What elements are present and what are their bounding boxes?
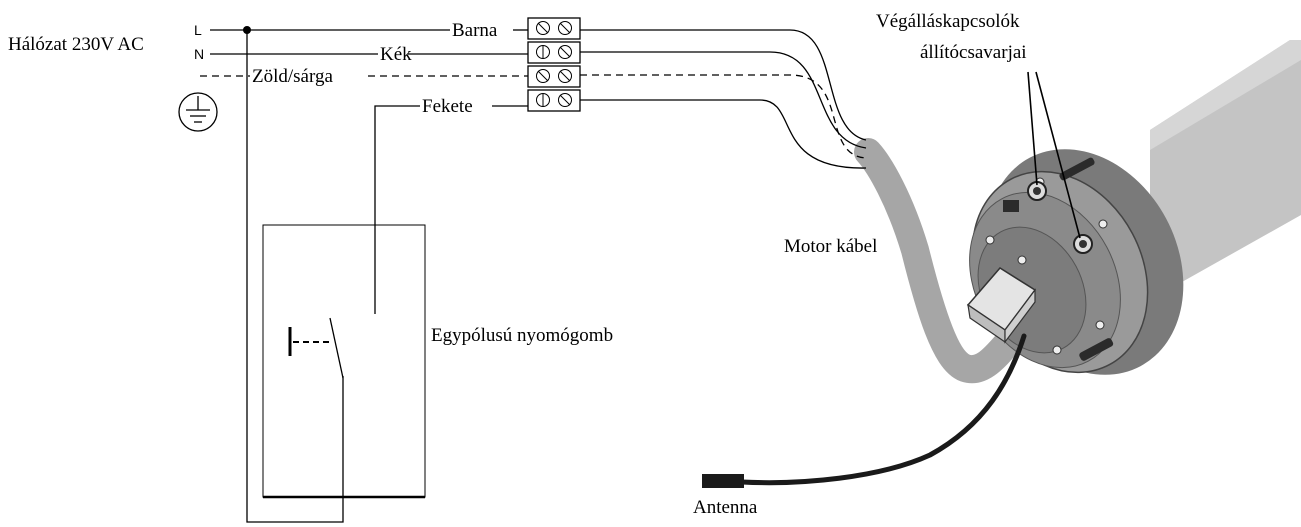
line-l-label: L [194,22,202,38]
mains-wires [200,26,528,523]
antenna-tip [702,474,744,488]
motor-cable-label: Motor kábel [784,236,877,257]
earth-ground-icon [178,92,218,132]
antenna-label: Antenna [693,497,758,518]
cable-wires [580,29,867,169]
motor-tube [1150,40,1301,300]
terminal-brown [527,17,581,40]
antenna-cable [739,333,1027,486]
terminal-black [527,89,581,112]
pushbutton-box [262,224,426,499]
limit-screws-label-line1: Végálláskapcsolók [876,11,1020,32]
terminal-block [527,17,581,112]
line-n-label: N [194,46,204,62]
limit-screws-label-line2: állítócsavarjai [920,42,1027,63]
motor-cable [854,138,1029,384]
terminal-blue [527,41,581,64]
limit-screw-pointers [1027,71,1081,239]
pushbutton-label: Egypólusú nyomógomb [431,325,613,346]
motor-head [966,149,1184,375]
network-label: Hálózat 230V AC [8,34,144,55]
wire-blue-label: Kék [380,44,412,65]
wire-brown-label: Barna [452,20,498,41]
terminal-earth [527,65,581,88]
single-pole-switch-icon [288,317,344,379]
wire-black-label: Fekete [422,96,473,117]
wire-earth-label: Zöld/sárga [252,66,333,87]
